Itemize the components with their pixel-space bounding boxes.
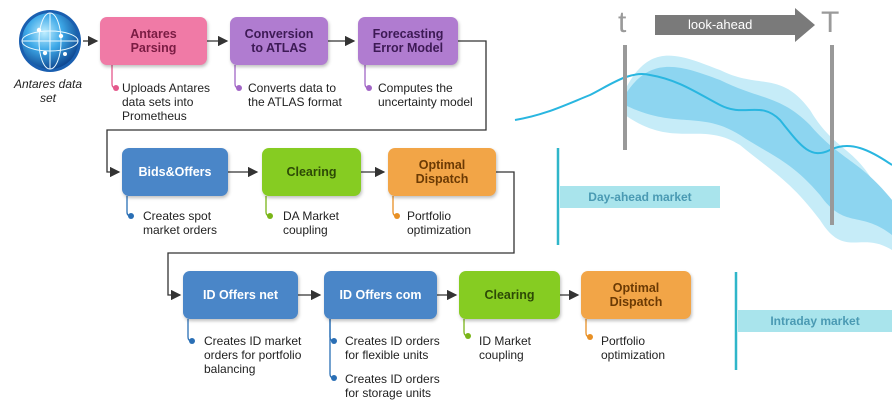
da-optimal-dispatch-box: Optimal Dispatch (388, 148, 496, 196)
lookahead-label: look-ahead (688, 17, 753, 32)
globe-caption: Antares data set (13, 77, 83, 105)
id-offers-com-note-storage: Creates ID orders for storage units (345, 372, 440, 400)
conversion-to-atlas-note: Converts data to the ATLAS format (248, 81, 342, 109)
id-optimal-dispatch-note: Portfolio optimization (601, 334, 666, 362)
id-offers-com-note-flexible: Creates ID orders for flexible units (345, 334, 440, 362)
id-offers-net-box: ID Offers net (183, 271, 298, 319)
id-offers-com-box: ID Offers com (324, 271, 437, 319)
intraday-market-band: Intraday market (738, 310, 892, 332)
forecast-fan-chart (514, 55, 892, 401)
forecasting-error-model-box: Forecasting Error Model (358, 17, 458, 65)
id-offers-net-note: Creates ID market orders for portfolio b… (204, 334, 302, 376)
antares-parsing-box: Antares Parsing (100, 17, 207, 65)
bids-offers-box: Bids&Offers (122, 148, 228, 196)
da-optimal-dispatch-note: Portfolio optimization (407, 209, 472, 237)
conversion-to-atlas-box: Conversion to ATLAS (230, 17, 328, 65)
day-ahead-market-band: Day-ahead market (560, 186, 720, 208)
t-label: t (618, 6, 627, 39)
id-clearing-note: ID Market coupling (479, 334, 532, 362)
bids-offers-note: Creates spot market orders (143, 209, 218, 237)
T-label: T (821, 6, 840, 39)
da-clearing-note: DA Market coupling (283, 209, 340, 237)
lookahead-arrow (655, 8, 815, 42)
id-optimal-dispatch-box: Optimal Dispatch (581, 271, 691, 319)
da-clearing-box: Clearing (262, 148, 361, 196)
id-clearing-box: Clearing (459, 271, 560, 319)
forecasting-error-model-note: Computes the uncertainty model (378, 81, 473, 109)
antares-parsing-note: Uploads Antares data sets into Prometheu… (122, 81, 211, 123)
globe-icon (19, 10, 81, 72)
